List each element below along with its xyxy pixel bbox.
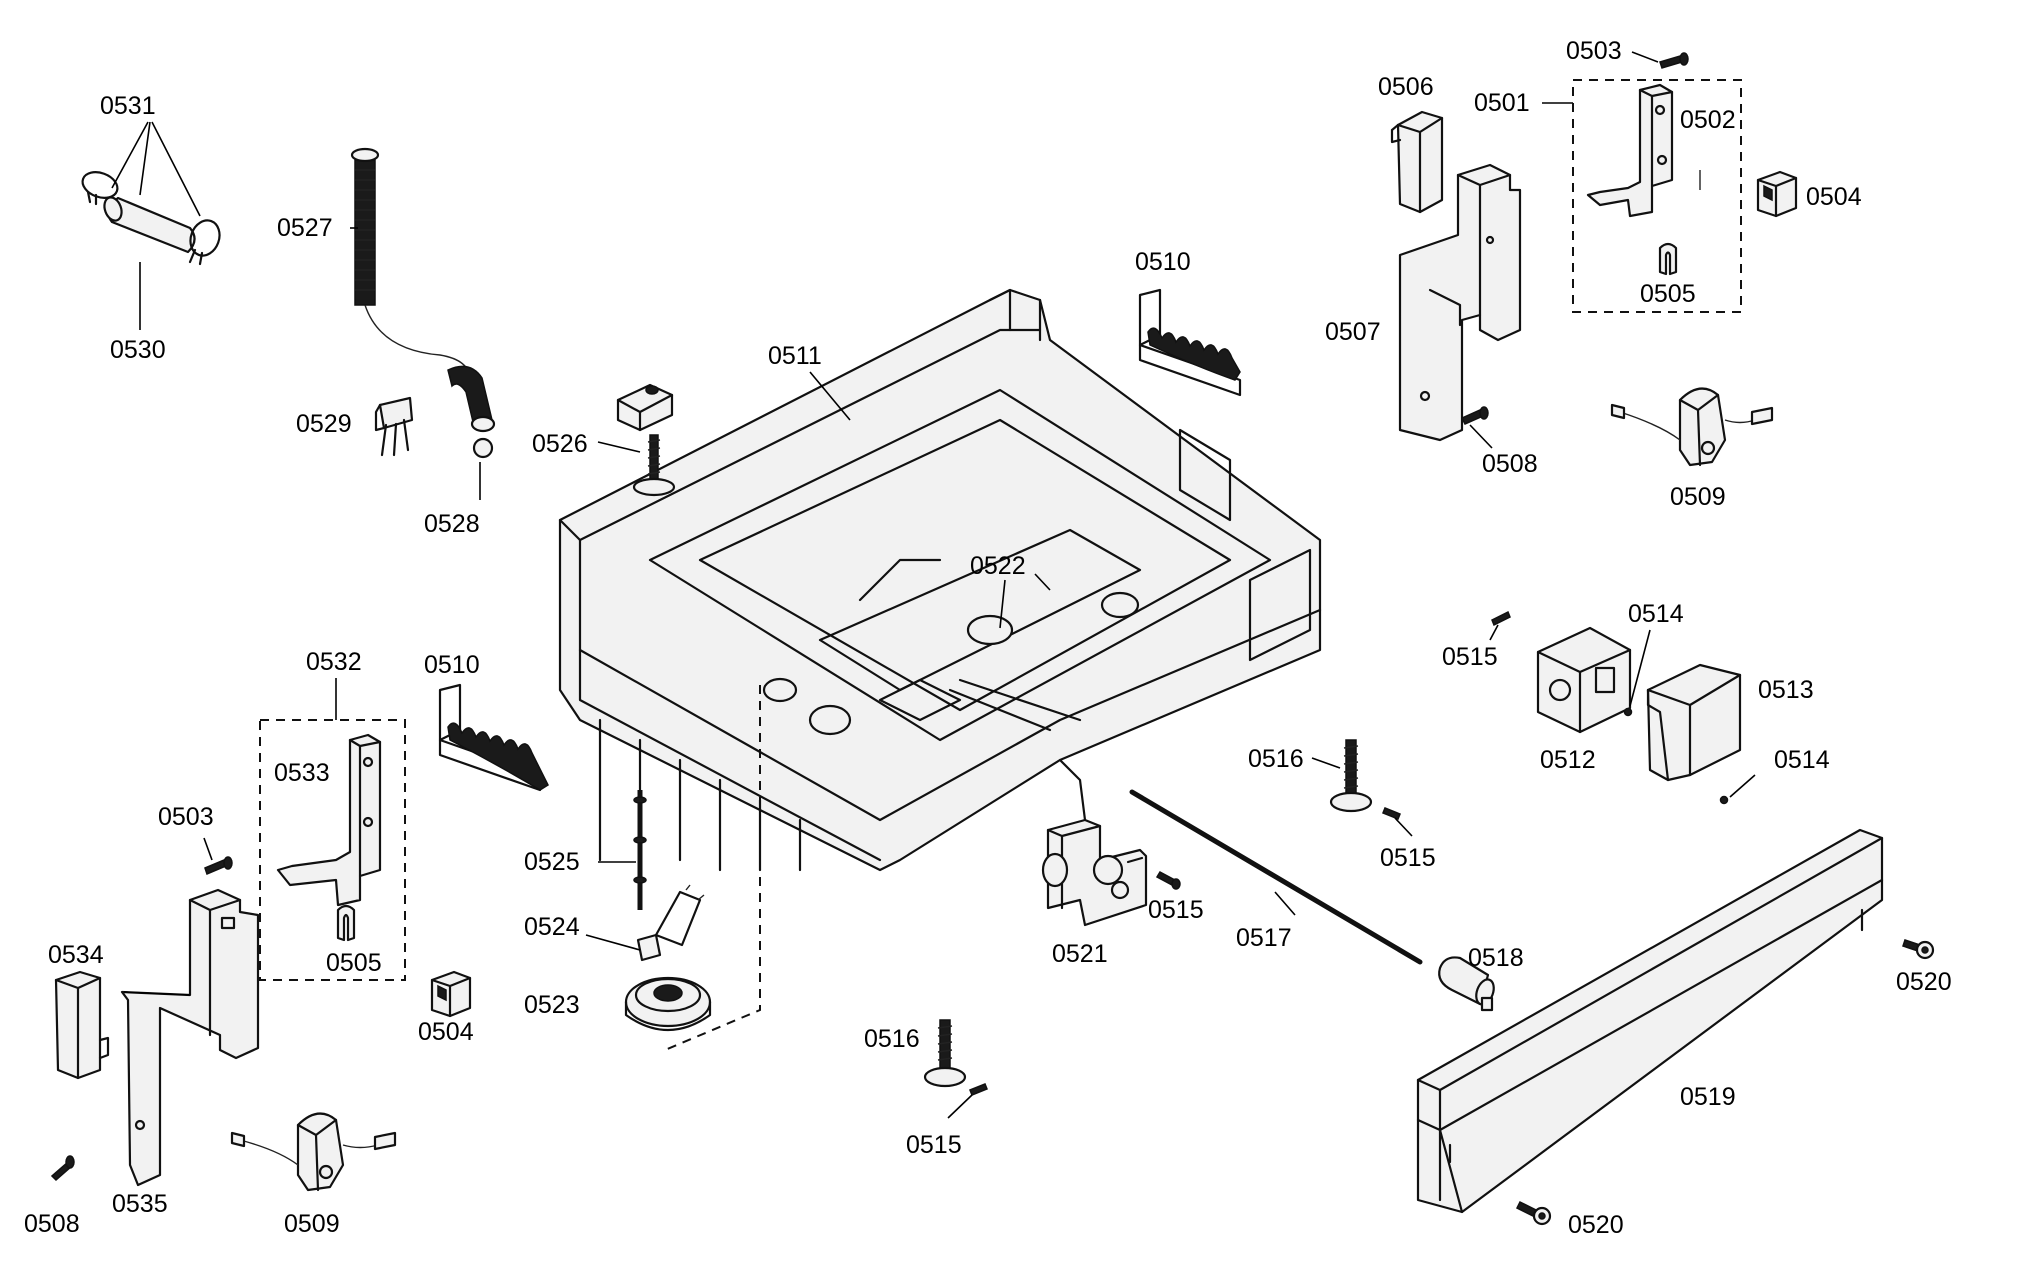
pump-cover-0523[interactable] <box>624 976 712 1032</box>
label-0513: 0513 <box>1758 676 1814 704</box>
label-0510-upper: 0510 <box>1135 248 1191 276</box>
bracket-0535[interactable] <box>120 888 260 1187</box>
bracket-0507[interactable] <box>1398 0 1522 442</box>
housing-0512[interactable] <box>1536 626 1632 734</box>
toe-kick-panel-0519[interactable] <box>1416 828 1884 1214</box>
label-0535: 0535 <box>112 1190 168 1218</box>
label-0533: 0533 <box>274 759 330 787</box>
screw-0508-upper[interactable] <box>1460 406 1489 425</box>
label-0517: 0517 <box>1236 924 1292 952</box>
label-0509-upper: 0509 <box>1670 483 1726 511</box>
label-0515-c: 0515 <box>1148 896 1204 924</box>
seal-ring-0528[interactable] <box>472 437 494 459</box>
float-switch-0524[interactable] <box>636 884 705 962</box>
cover-0506[interactable] <box>1390 110 1444 214</box>
label-0505-upper: 0505 <box>1640 280 1696 308</box>
label-0525: 0525 <box>524 848 580 876</box>
label-0520-bottom: 0520 <box>1568 1211 1624 1239</box>
label-0509-lower: 0509 <box>284 1210 340 1238</box>
label-0531: 0531 <box>100 92 156 120</box>
block-0504-lower[interactable] <box>430 970 472 1018</box>
label-0514-b: 0514 <box>1774 746 1830 774</box>
label-0504-lower: 0504 <box>418 1018 474 1046</box>
sleeve-0530[interactable] <box>101 195 196 254</box>
hose-clamps-0531[interactable] <box>79 168 224 266</box>
leveling-foot-0516-right[interactable] <box>1329 739 1373 813</box>
hose-clip-0529[interactable] <box>374 396 414 457</box>
label-0504-upper: 0504 <box>1806 183 1862 211</box>
drain-hose-0527[interactable] <box>350 147 496 433</box>
latch-0509-upper[interactable] <box>1610 387 1774 467</box>
clip-0505-lower[interactable] <box>336 904 356 942</box>
base-frame-0511[interactable] <box>558 288 1322 872</box>
label-0515-d: 0515 <box>906 1131 962 1159</box>
label-0505-lower: 0505 <box>326 949 382 977</box>
label-0523: 0523 <box>524 991 580 1019</box>
screw-0515-a[interactable] <box>1491 610 1511 627</box>
label-0503-lower: 0503 <box>158 803 214 831</box>
rod-0517[interactable] <box>1129 789 1423 965</box>
label-0502: 0502 <box>1680 106 1736 134</box>
label-0519: 0519 <box>1680 1083 1736 1111</box>
label-0515-a: 0515 <box>1442 643 1498 671</box>
label-0530: 0530 <box>110 336 166 364</box>
screw-0503-lower[interactable] <box>204 856 233 876</box>
label-0515-b: 0515 <box>1380 844 1436 872</box>
label-0506: 0506 <box>1378 73 1434 101</box>
label-0516-bottom: 0516 <box>864 1025 920 1053</box>
screw-0515-c[interactable] <box>1155 871 1181 890</box>
label-0512: 0512 <box>1540 746 1596 774</box>
cover-0513[interactable] <box>1646 663 1742 782</box>
block-0504-upper[interactable] <box>1756 170 1798 218</box>
screw-0503-upper[interactable] <box>1659 52 1689 69</box>
screw-0508-lower[interactable] <box>50 1155 75 1182</box>
label-0524: 0524 <box>524 913 580 941</box>
label-0511: 0511 <box>768 342 822 370</box>
spring-bracket-0510-upper[interactable] <box>1138 288 1242 397</box>
screw-0520-right[interactable] <box>1902 939 1935 960</box>
valve-0521[interactable] <box>1041 818 1148 927</box>
screw-0520-bottom[interactable] <box>1515 1200 1552 1226</box>
label-0508-lower: 0508 <box>24 1210 80 1238</box>
hinge-plate-0502[interactable] <box>1586 83 1701 218</box>
label-0528: 0528 <box>424 510 480 538</box>
leveling-foot-0516-bottom[interactable] <box>923 1019 967 1088</box>
assembly-dash-line <box>664 685 761 1051</box>
screw-0514-a[interactable] <box>1623 707 1633 717</box>
label-0507: 0507 <box>1325 318 1381 346</box>
label-0514-a: 0514 <box>1628 600 1684 628</box>
label-0521: 0521 <box>1052 940 1108 968</box>
hinge-plate-0533[interactable] <box>276 733 382 907</box>
label-0508-upper: 0508 <box>1482 450 1538 478</box>
hinge-assembly-box-0532 <box>259 719 406 981</box>
clip-0505-upper[interactable] <box>1658 242 1678 276</box>
label-0518: 0518 <box>1468 944 1524 972</box>
label-0527: 0527 <box>277 214 333 242</box>
hinge-assembly-box-0501 <box>1572 79 1742 313</box>
rod-0525[interactable] <box>633 790 647 910</box>
cover-0534[interactable] <box>54 970 110 1080</box>
leveling-foot-0526[interactable] <box>616 383 676 497</box>
screw-0515-b[interactable] <box>1382 807 1401 820</box>
label-0510-lower: 0510 <box>424 651 480 679</box>
label-0520-right: 0520 <box>1896 968 1952 996</box>
label-0534: 0534 <box>48 941 104 969</box>
label-0532: 0532 <box>306 648 362 676</box>
label-0526: 0526 <box>532 430 588 458</box>
spring-bracket-0510-lower[interactable] <box>438 683 549 792</box>
knob-0518[interactable] <box>1438 956 1497 1012</box>
label-0529: 0529 <box>296 410 352 438</box>
label-0522: 0522 <box>970 552 1026 580</box>
label-0516-right: 0516 <box>1248 745 1304 773</box>
label-0501: 0501 <box>1474 89 1530 117</box>
screw-0515-d[interactable] <box>969 1083 988 1096</box>
screw-0514-b[interactable] <box>1719 795 1729 805</box>
label-0503-upper: 0503 <box>1566 37 1622 65</box>
latch-0509-lower[interactable] <box>230 1112 397 1192</box>
